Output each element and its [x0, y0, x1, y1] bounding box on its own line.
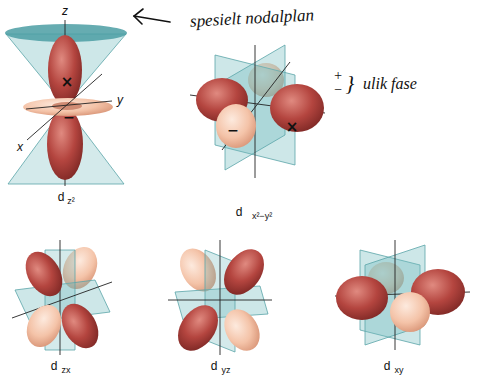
phase-sign: −: [333, 83, 342, 97]
orbital-subscript: z²: [67, 197, 75, 206]
dzx-orbital: [12, 240, 112, 355]
phase-mark: −: [227, 123, 239, 137]
dx2-y2-orbital: [190, 45, 325, 178]
phase-mark: −: [63, 110, 75, 124]
dz2-orbital: [5, 20, 127, 186]
dxy-orbital: [335, 240, 470, 350]
axis-label: x: [17, 141, 23, 153]
handwritten-note: spesielt nodalplan: [190, 6, 315, 29]
orbital-subscript: x²−y²: [252, 212, 272, 221]
handwritten-note: ulik fase: [363, 76, 417, 92]
axis-label: y: [117, 94, 123, 106]
dyz-orbital: [168, 240, 272, 358]
orbital-subscript: zx: [62, 366, 71, 375]
phase-mark: ×: [286, 120, 299, 135]
brace: }: [346, 72, 355, 94]
phase-mark: ×: [61, 75, 74, 90]
phase-sign: +: [333, 69, 342, 83]
axis-label: z: [62, 5, 68, 17]
orbital-subscript: xy: [395, 366, 404, 375]
orbital-subscript: yz: [222, 366, 231, 375]
orbital-name: d: [51, 360, 58, 372]
orbital-name: d: [384, 360, 391, 372]
orbital-name: d: [211, 360, 218, 372]
orbital-name: d: [236, 206, 243, 218]
orbital-name: d: [58, 191, 65, 203]
handwritten-arrow: [134, 9, 170, 24]
